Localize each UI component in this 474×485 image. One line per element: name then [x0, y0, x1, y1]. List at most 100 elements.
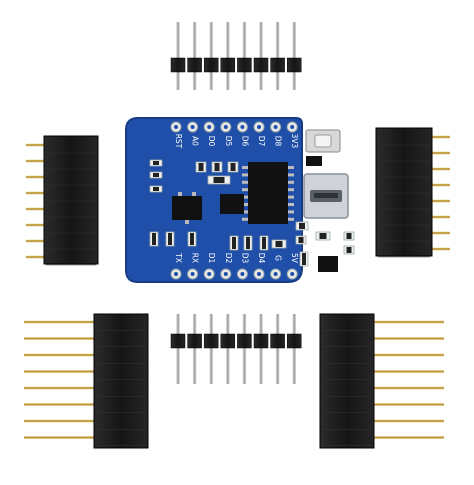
header-pin: [24, 403, 94, 406]
header-pin: [24, 419, 94, 423]
smd-part-body: [168, 233, 172, 245]
header-pin: [374, 370, 444, 373]
smd-part-body: [190, 233, 194, 245]
left-female-header: [26, 135, 99, 266]
header-pin: [275, 22, 280, 90]
header-pin: [192, 22, 197, 90]
smd-part-body: [153, 161, 159, 165]
header-pin: [26, 143, 44, 147]
header-pin: [26, 159, 44, 163]
header-pin-block: [237, 57, 252, 73]
header-pin: [259, 314, 263, 384]
header-pin: [24, 337, 94, 340]
header-pin-block: [220, 57, 236, 73]
header-pin-block: [253, 57, 269, 73]
chip-leg: [288, 217, 294, 221]
smd-part-body: [214, 163, 220, 171]
smd-components: [149, 159, 355, 267]
smd-part-body: [213, 177, 225, 183]
header-pin-block: [170, 333, 186, 349]
chip-leg: [242, 217, 248, 221]
chip-leg: [288, 188, 294, 192]
smd-part-body: [198, 163, 204, 171]
smd-part-body: [246, 237, 250, 249]
header-pin: [432, 215, 450, 219]
smd-part-body: [346, 247, 352, 253]
top-pin-pads: [170, 121, 298, 133]
pin-pad-hole: [190, 125, 195, 129]
pin-pad-hole: [240, 272, 245, 276]
pin-pad-hole: [223, 125, 228, 129]
top-male-pin-header: [170, 22, 302, 90]
header-pin: [176, 22, 180, 90]
pin-label: TX: [174, 252, 183, 263]
chip-leg: [288, 180, 294, 184]
bottom-right-female-header: [319, 313, 444, 449]
header-pin-block: [220, 333, 236, 349]
smd-part-body: [153, 187, 159, 191]
pin-label: D7: [257, 136, 266, 147]
header-pin: [242, 22, 247, 90]
header-body: [93, 313, 149, 449]
transistor: [220, 194, 244, 214]
pin-pad-hole: [273, 125, 278, 129]
header-pin: [26, 175, 44, 179]
smd-part-body: [153, 173, 159, 177]
header-pin: [192, 314, 197, 384]
pin-label: RX: [191, 253, 200, 263]
pin-label: D2: [224, 253, 233, 264]
bottom-left-female-header: [24, 313, 149, 449]
header-pin-block: [203, 333, 219, 349]
regulator-chip: [306, 156, 322, 166]
smd-part-body: [275, 241, 283, 247]
smd-part-body: [298, 237, 304, 243]
pin-label: D5: [224, 136, 233, 147]
reset-button: [305, 129, 341, 153]
pin-pad-hole: [290, 272, 295, 276]
pin-pad-hole: [207, 272, 212, 276]
chip-leg: [288, 173, 294, 177]
header-pin-block: [237, 333, 252, 349]
header-pin: [374, 337, 444, 340]
pin-pad-hole: [174, 125, 178, 129]
header-pin-block: [203, 57, 219, 73]
header-pin: [432, 183, 450, 187]
smd-part-body: [319, 233, 327, 239]
header-pin-block: [286, 57, 302, 73]
pin-pad-hole: [257, 125, 261, 129]
header-pin: [226, 314, 230, 384]
header-pin: [209, 314, 213, 384]
pin-label: 3V3: [290, 134, 299, 149]
header-pin: [226, 22, 230, 90]
pin-label: D8: [274, 136, 283, 147]
pin-label: G: [274, 255, 283, 261]
chip-leg: [242, 188, 248, 192]
smd-part-body: [262, 237, 266, 249]
micro-usb-connector: [303, 173, 349, 219]
pin-pad-hole: [223, 272, 228, 276]
pin-label: D0: [207, 136, 216, 147]
header-pin: [432, 167, 450, 171]
header-pin: [432, 247, 450, 251]
header-pin: [26, 207, 44, 211]
chip-leg: [242, 210, 248, 214]
pin-label: A0: [191, 136, 200, 146]
pin-pad-hole: [190, 272, 195, 276]
transistor: [318, 256, 338, 272]
header-pin: [275, 314, 280, 384]
chip-leg: [242, 203, 248, 206]
chip-leg: [288, 203, 294, 206]
smd-part-body: [299, 223, 305, 229]
smd-part-body: [232, 237, 236, 249]
header-body: [375, 127, 433, 257]
header-pin: [292, 314, 296, 384]
header-pin: [24, 353, 94, 357]
chip-leg: [288, 166, 294, 169]
header-pin: [26, 239, 44, 243]
header-pin: [432, 135, 450, 139]
header-body: [319, 313, 375, 449]
header-pin-block: [253, 333, 269, 349]
